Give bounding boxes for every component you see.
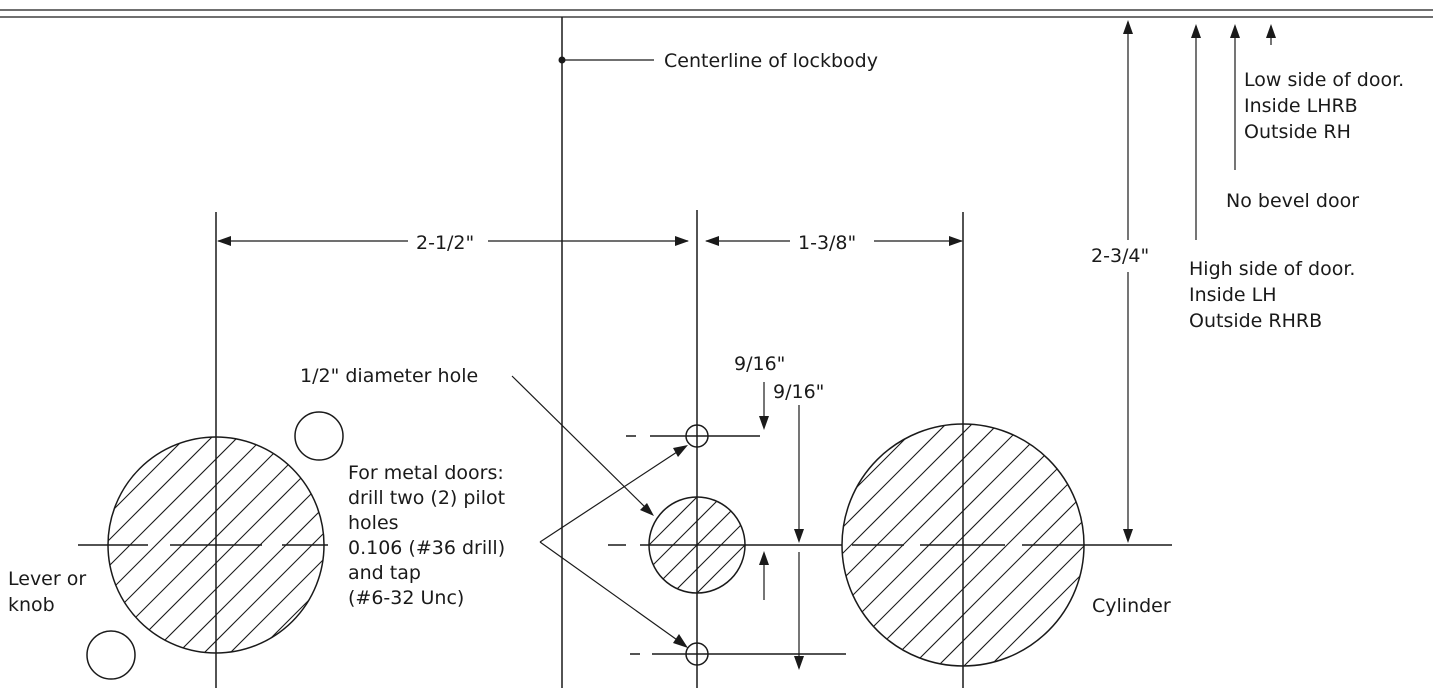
metal-doors-line-1: For metal doors: <box>348 462 504 484</box>
hatch-line <box>108 437 197 653</box>
hatch-line <box>193 437 324 653</box>
high-side-line-2: Inside LH <box>1189 284 1277 306</box>
hatch-line <box>219 437 324 653</box>
pilot-dimensions <box>759 382 804 670</box>
lockbody-centerline <box>558 17 654 688</box>
hatch-line <box>108 437 275 653</box>
horizontal-dimensions <box>217 236 963 246</box>
hatch-line <box>842 424 1009 666</box>
backset-dimension-label: 2-3/4" <box>1091 245 1149 267</box>
hatch-line <box>141 437 324 653</box>
thru-bolt-hole-lower <box>86 630 136 680</box>
metal-doors-line-4: 0.106 (#36 drill) <box>348 537 505 559</box>
hatch-line <box>927 424 1084 666</box>
high-side-line-1: High side of door. <box>1189 258 1355 280</box>
hatch-line <box>108 437 301 653</box>
hole-vertical-centerlines <box>215 210 964 688</box>
lever-hole <box>107 436 325 654</box>
thru-bolt-hole-upper <box>294 411 344 461</box>
hatch-line <box>842 424 957 666</box>
hatch-line <box>662 497 745 593</box>
hatch-line <box>842 424 983 666</box>
hatch-line <box>875 424 1084 666</box>
hatch-line <box>901 424 1084 666</box>
pilot-top-dimension: 9/16" <box>734 353 785 375</box>
metal-doors-line-3: holes <box>348 512 399 534</box>
centerline-label: Centerline of lockbody <box>664 50 878 72</box>
half-inch-hole-label: 1/2" diameter hole <box>300 365 478 387</box>
high-side-line-3: Outside RHRB <box>1189 310 1322 332</box>
pilot-bottom-dimension: 9/16" <box>773 381 824 403</box>
hatch-line <box>842 424 1035 666</box>
no-bevel-label: No bevel door <box>1226 190 1359 212</box>
hatch-line <box>953 424 1084 666</box>
backset-dimension <box>1123 20 1133 543</box>
door-edge-lines <box>0 9 1433 18</box>
low-side-line-3: Outside RH <box>1244 121 1351 143</box>
hatch-line <box>108 437 223 653</box>
hatch-line <box>649 497 732 593</box>
low-side-line-1: Low side of door. <box>1244 69 1404 91</box>
hatch-line <box>167 437 324 653</box>
metal-doors-line-6: (#6-32 Unc) <box>348 587 464 609</box>
pilot-holes <box>626 424 846 666</box>
bevel-indicators <box>1191 24 1276 240</box>
cylinder-label: Cylinder <box>1092 595 1171 617</box>
lever-label-line-1: Lever or <box>8 568 86 590</box>
center-to-cylinder-dimension: 1-3/8" <box>798 232 856 254</box>
hatch-line <box>842 424 1061 666</box>
hatch-line <box>842 424 931 666</box>
metal-doors-line-2: drill two (2) pilot <box>348 487 505 509</box>
hatch-line <box>649 497 708 593</box>
lever-label-line-2: knob <box>8 594 55 616</box>
hatch-line <box>108 437 249 653</box>
metal-doors-line-5: and tap <box>348 562 421 584</box>
hatch-line <box>245 437 324 653</box>
leader-lines <box>511 375 688 648</box>
hatch-line <box>979 424 1084 666</box>
lever-to-center-dimension: 2-1/2" <box>416 232 474 254</box>
hatch-line <box>686 497 745 593</box>
low-side-line-2: Inside LHRB <box>1244 95 1358 117</box>
